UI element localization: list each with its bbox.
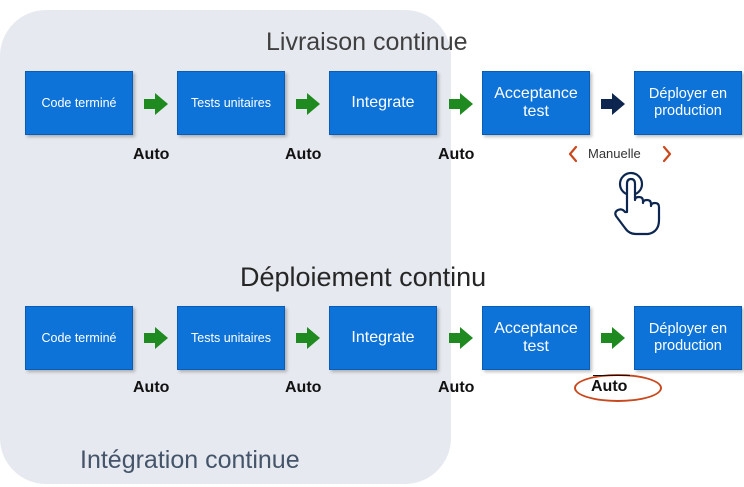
delivery-stage-deploy-production: Déployer en production <box>634 71 742 135</box>
delivery-trigger-auto-3: Auto <box>438 146 475 163</box>
deployment-stage-integrate: Integrate <box>329 306 437 370</box>
green-arrow-icon <box>601 327 625 349</box>
deployment-trigger-auto-2: Auto <box>285 379 322 396</box>
delivery-stage-unit-tests: Tests unitaires <box>177 71 285 135</box>
deployment-trigger-auto-1: Auto <box>133 379 170 396</box>
deployment-stage-unit-tests: Tests unitaires <box>177 306 285 370</box>
green-arrow-icon <box>144 93 168 115</box>
auto-overline <box>593 375 630 376</box>
continuous-delivery-heading: Livraison continue <box>266 28 468 56</box>
continuous-deployment-heading: Déploiement continu <box>240 262 487 292</box>
deployment-stage-acceptance-test: Acceptance test <box>482 306 590 370</box>
green-arrow-icon <box>144 327 168 349</box>
left-bracket-icon <box>568 145 578 163</box>
delivery-trigger-auto-1: Auto <box>133 146 170 163</box>
delivery-trigger-auto-2: Auto <box>285 146 322 163</box>
right-bracket-icon <box>662 145 672 163</box>
green-arrow-icon <box>296 93 320 115</box>
green-arrow-icon <box>449 93 473 115</box>
green-arrow-icon <box>449 327 473 349</box>
hand-pointer-icon <box>614 171 661 236</box>
deployment-trigger-auto-3: Auto <box>438 379 475 396</box>
delivery-stage-acceptance-test: Acceptance test <box>482 71 590 135</box>
manual-trigger-text: Manuelle <box>588 146 641 161</box>
green-arrow-icon <box>296 327 320 349</box>
manual-trigger-label: Manuelle <box>568 142 674 166</box>
delivery-stage-integrate: Integrate <box>329 71 437 135</box>
continuous-integration-heading: Intégration continue <box>80 446 300 474</box>
delivery-stage-code-done: Code terminé <box>25 71 133 135</box>
deployment-final-trigger-auto: Auto <box>591 378 628 395</box>
deployment-stage-deploy-production: Déployer en production <box>634 306 742 370</box>
deployment-stage-code-done: Code terminé <box>25 306 133 370</box>
navy-arrow-icon <box>601 93 625 115</box>
